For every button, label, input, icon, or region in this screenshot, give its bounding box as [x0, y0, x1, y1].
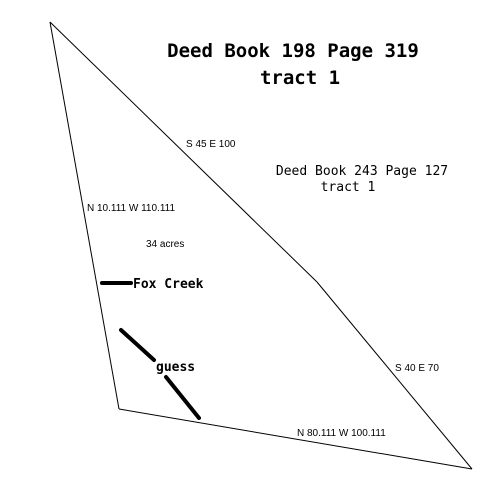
bearing-top-side: S 45 E 100: [186, 139, 236, 150]
guess-line-segment-upper: [119, 328, 156, 362]
boundary-right-line: [316, 281, 473, 470]
bearing-left-side: N 10.111 W 110.111: [87, 203, 175, 214]
deed-subtitle-line2: tract 1: [321, 180, 376, 195]
boundary-top-line: [49, 21, 318, 283]
fox-creek-label: Fox Creek: [133, 277, 204, 292]
deed-title-line2: tract 1: [260, 67, 340, 89]
guess-label: guess: [156, 360, 195, 375]
deed-title-line1: Deed Book 198 Page 319: [167, 40, 419, 62]
tract-boundary: [49, 21, 473, 470]
area-label: 34 acres: [146, 239, 184, 250]
deed-subtitle-line1: Deed Book 243 Page 127: [276, 164, 448, 179]
bearing-right-side: S 40 E 70: [395, 363, 439, 374]
bearing-bottom-side: N 80.111 W 100.111: [297, 428, 386, 439]
boundary-bottom-line: [118, 408, 473, 470]
guess-line-segment-lower: [164, 375, 201, 420]
boundary-left-line: [49, 21, 120, 410]
